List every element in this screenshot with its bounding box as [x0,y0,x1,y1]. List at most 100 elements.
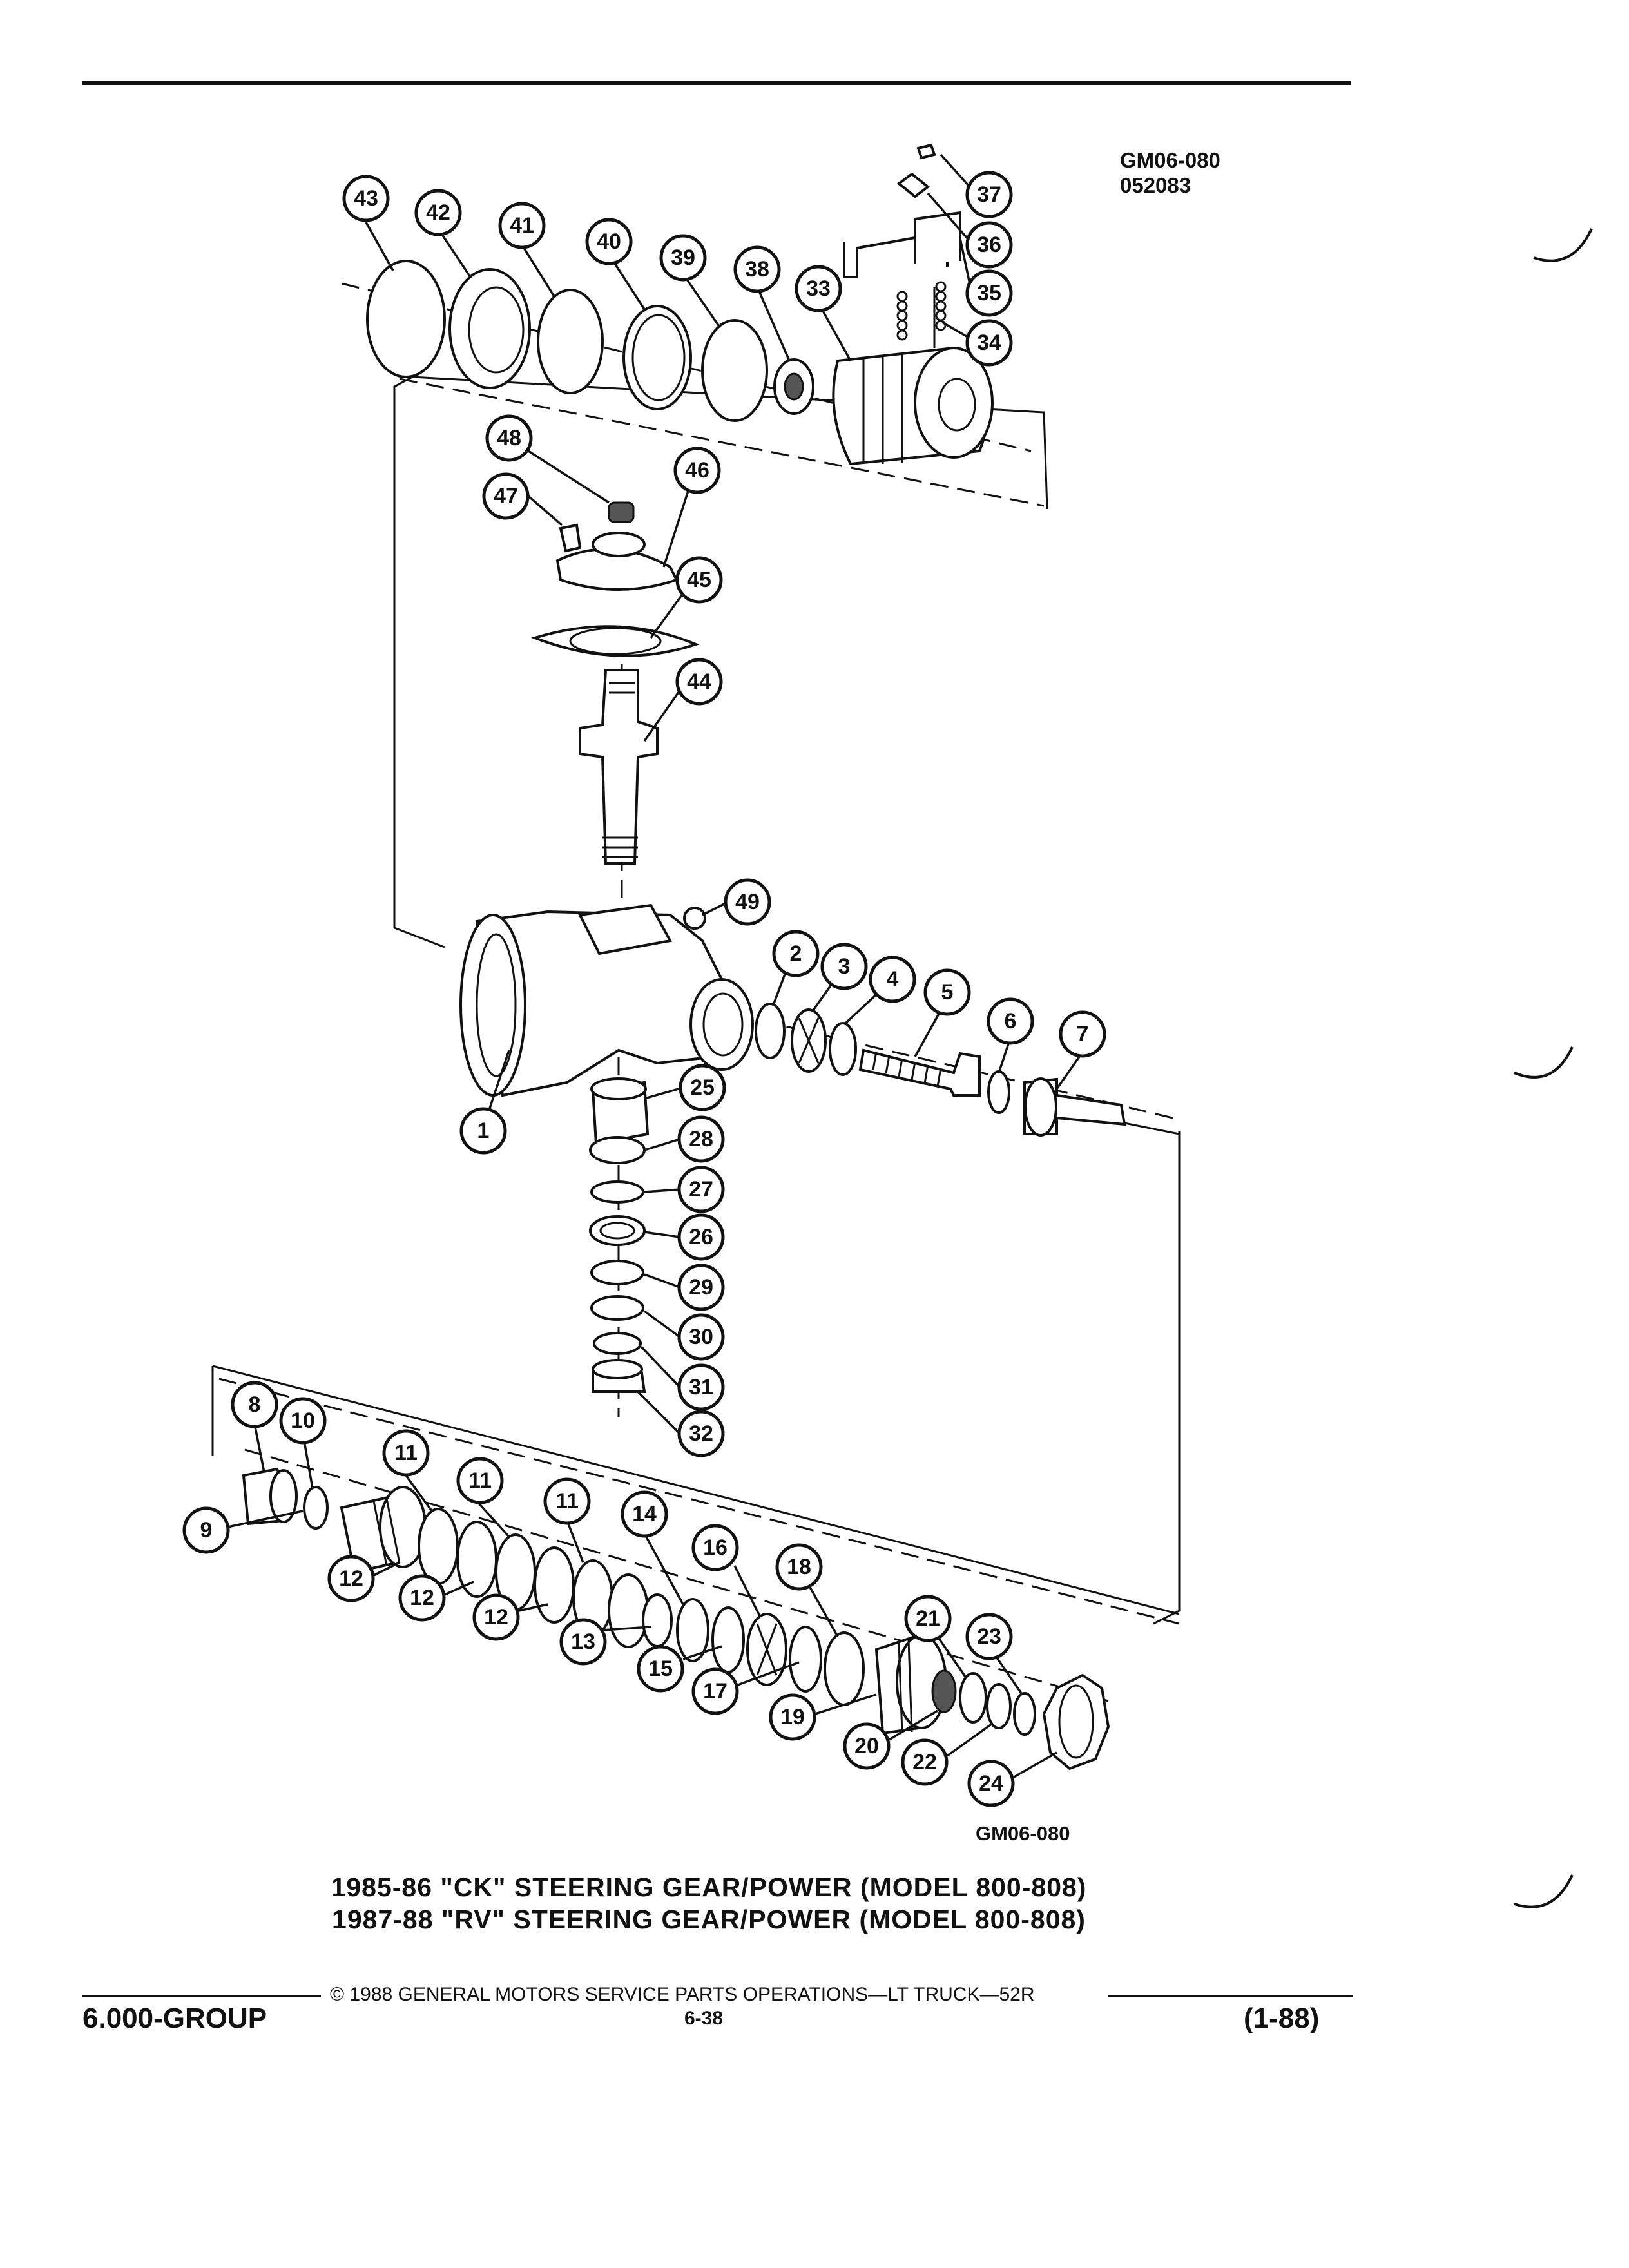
svg-text:15: 15 [648,1657,673,1681]
washer-22 [986,1683,1012,1729]
callout-28: 28 [677,1115,725,1163]
callout-35: 35 [965,269,1013,317]
svg-text:45: 45 [687,568,711,592]
svg-text:12: 12 [339,1566,363,1591]
bottom-group-outline [211,1365,1180,1615]
callout-42: 42 [414,189,462,236]
callout-38: 38 [733,245,781,293]
callout-17: 17 [691,1667,739,1715]
callout-31: 31 [677,1363,725,1411]
seal-10 [303,1486,329,1530]
margin-mark [1514,1046,1574,1079]
callout-15: 15 [637,1645,684,1693]
callout-36: 36 [965,221,1013,269]
svg-text:25: 25 [690,1075,715,1100]
svg-text:9: 9 [200,1518,213,1542]
svg-text:12: 12 [410,1586,434,1610]
svg-text:12: 12 [484,1605,508,1629]
figure-code: GM06-080 [976,1822,1070,1845]
svg-text:1: 1 [477,1119,490,1143]
plug-49 [683,907,706,930]
callout-37: 37 [965,171,1013,218]
callout-25: 25 [679,1064,726,1111]
callout-8: 8 [231,1381,278,1428]
svg-text:30: 30 [689,1325,713,1349]
washer-29 [590,1260,644,1285]
bottom-axis-line [244,1448,1109,1702]
svg-text:33: 33 [806,276,831,301]
callout-24: 24 [967,1760,1015,1807]
seal-2 [755,1003,786,1059]
callout-11-b: 11 [456,1457,504,1504]
svg-text:36: 36 [977,233,1001,257]
svg-text:8: 8 [249,1392,261,1417]
callout-27: 27 [677,1166,725,1213]
svg-text:23: 23 [977,1624,1001,1649]
top-group-dashline [399,378,1045,507]
pitman-shaft-44 [579,669,659,865]
svg-text:37: 37 [977,182,1001,207]
svg-text:11: 11 [555,1489,579,1514]
callout-5: 5 [923,968,971,1016]
callout-13: 13 [559,1618,607,1666]
svg-text:32: 32 [689,1421,713,1446]
callout-10: 10 [279,1397,327,1445]
retaining-ring-30 [590,1295,644,1321]
margin-mark [1514,1874,1574,1908]
svg-text:7: 7 [1077,1022,1089,1046]
revision-date: (1-88) [1244,2003,1320,2034]
callout-23: 23 [965,1613,1013,1660]
callout-4: 4 [869,956,916,1003]
svg-text:11: 11 [394,1441,418,1465]
callout-2: 2 [772,930,820,977]
ring-39 [701,319,768,422]
right-group-outline [1114,1120,1181,1625]
callout-6: 6 [987,997,1034,1045]
group-label: 6.000-GROUP [82,2003,267,2034]
svg-text:38: 38 [745,257,769,282]
svg-text:26: 26 [689,1225,713,1249]
svg-text:11: 11 [468,1468,492,1493]
top-group-outline [393,376,1048,948]
svg-text:44: 44 [687,669,711,694]
callout-20: 20 [843,1722,891,1770]
svg-text:47: 47 [494,484,518,508]
callout-14: 14 [621,1490,668,1538]
bolt-47 [559,523,582,553]
callout-34: 34 [965,319,1013,367]
svg-text:18: 18 [787,1555,811,1579]
svg-text:22: 22 [912,1750,937,1774]
svg-text:13: 13 [571,1629,595,1654]
svg-text:19: 19 [780,1705,805,1729]
svg-text:35: 35 [977,281,1001,305]
svg-text:21: 21 [916,1606,940,1631]
callout-9: 9 [182,1506,230,1554]
callout-11-c: 11 [543,1477,591,1525]
callout-18: 18 [775,1543,823,1591]
callout-12-b: 12 [398,1574,446,1622]
callout-22: 22 [901,1738,949,1786]
lock-nut-24 [1042,1673,1110,1771]
svg-text:48: 48 [497,426,521,450]
svg-text:41: 41 [510,213,534,238]
svg-text:3: 3 [838,954,851,979]
svg-text:17: 17 [703,1679,728,1704]
caption-line-1: 1985-86 "CK" STEERING GEAR/POWER (MODEL … [331,1872,1087,1902]
callout-41: 41 [498,202,546,249]
seal-26 [589,1215,646,1246]
ball-guide-clamp-36 [914,211,961,264]
callout-19: 19 [769,1693,816,1741]
race-15 [711,1606,745,1673]
callout-26: 26 [677,1213,725,1261]
svg-text:39: 39 [671,245,695,270]
svg-text:29: 29 [689,1275,713,1300]
callout-3: 3 [820,943,868,990]
ring-11-a [418,1508,459,1585]
svg-text:42: 42 [426,200,450,225]
svg-text:40: 40 [597,229,621,254]
footer-rule-left [82,1995,321,1997]
adjuster-nut-48 [608,501,635,523]
ring-27 [590,1180,644,1204]
callout-44: 44 [675,658,723,706]
